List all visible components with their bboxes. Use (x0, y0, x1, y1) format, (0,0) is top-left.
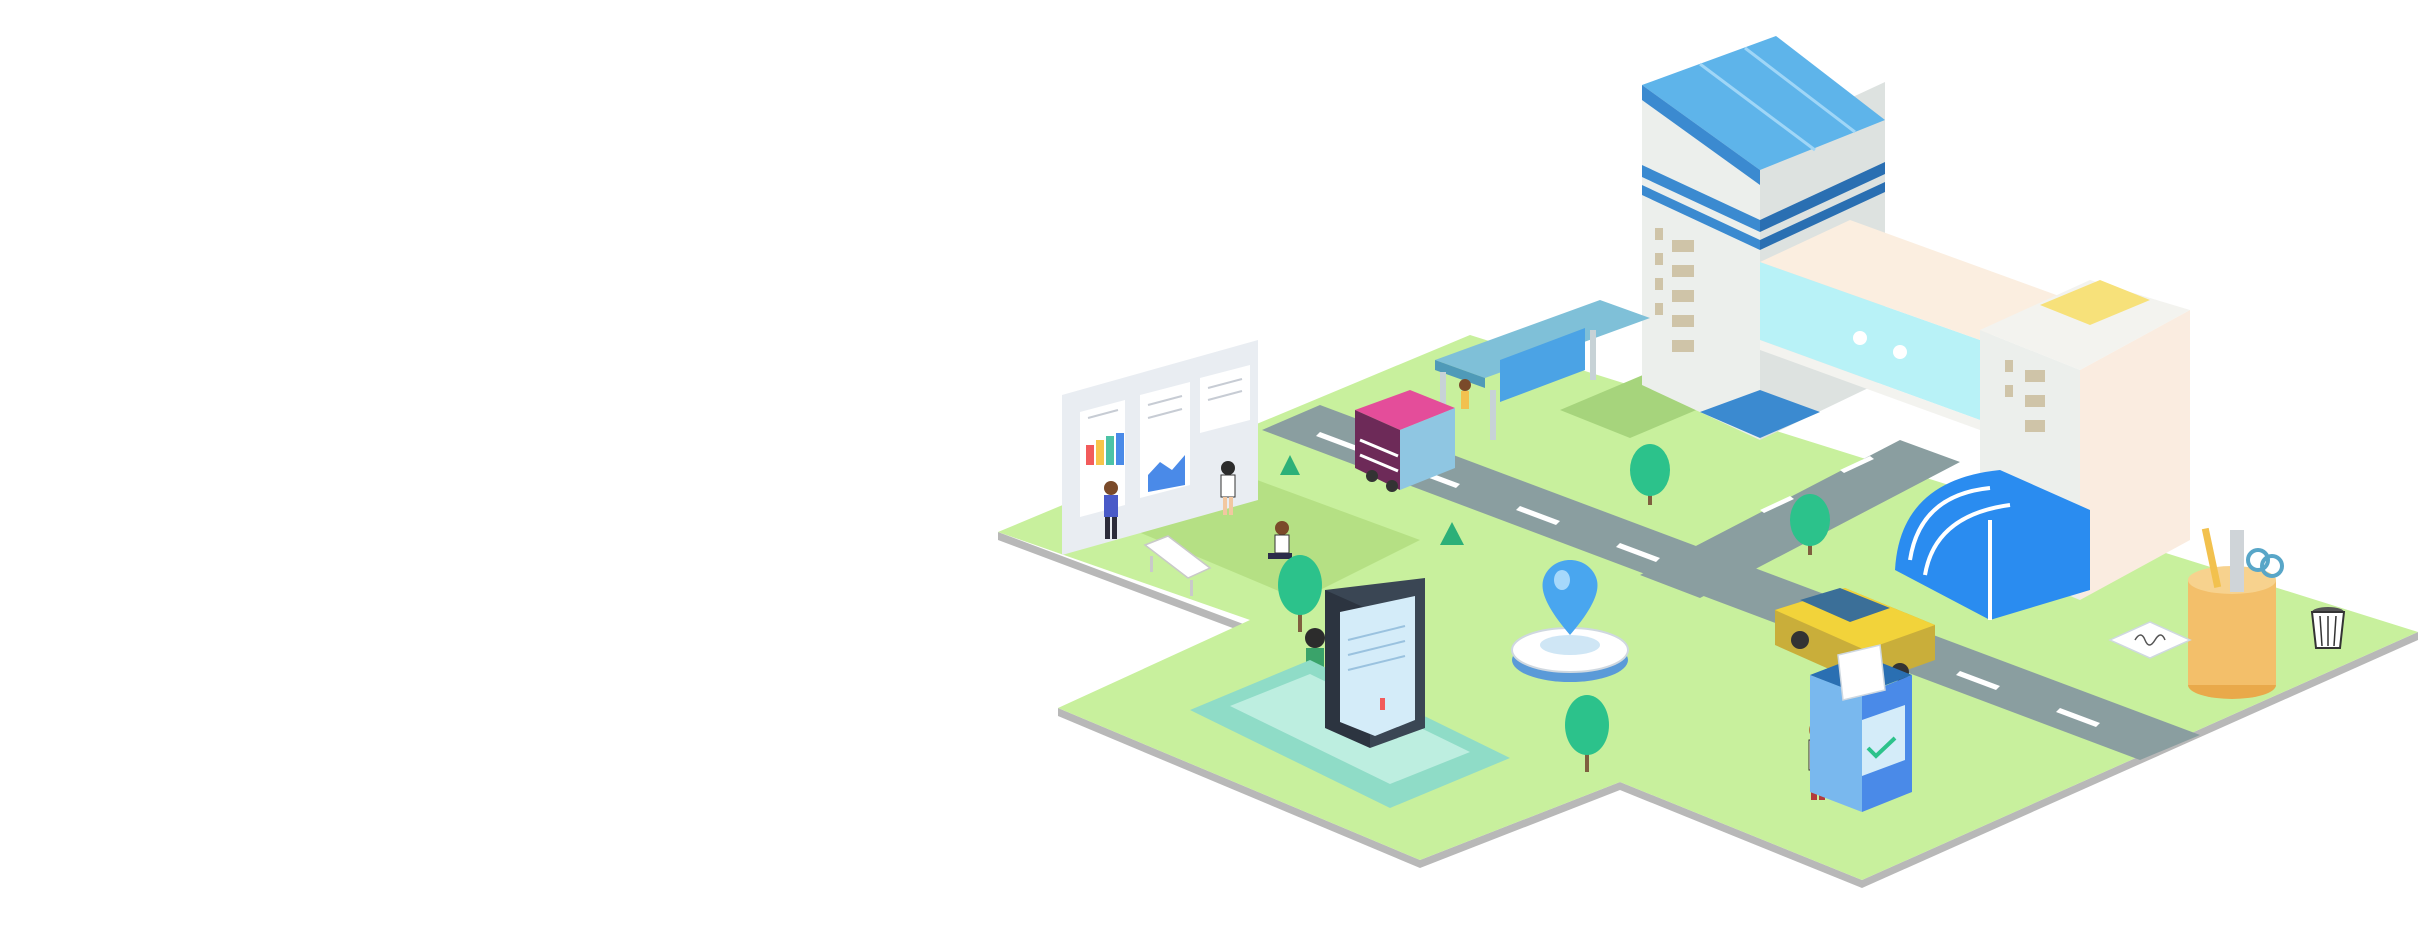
tree-icon (1790, 494, 1830, 555)
tree-icon (1278, 555, 1322, 632)
signed-document-icon (2108, 621, 2192, 659)
building-icon (1642, 36, 2190, 620)
tree-icon (1630, 444, 1670, 505)
bus-icon (1355, 390, 1455, 492)
location-pin-icon (1511, 560, 1629, 682)
person-icon (1220, 461, 1236, 515)
main-road (1262, 405, 2200, 760)
trash-bin-icon (2310, 607, 2346, 649)
tree-icon (1565, 695, 1609, 772)
shrub-icon (1280, 455, 1300, 475)
bus-stop-icon (1435, 300, 1650, 440)
shrub-icon (1440, 522, 1464, 545)
person-icon (1104, 481, 1118, 539)
bench-icon (1143, 535, 1212, 596)
ballot-box-icon (1810, 644, 1912, 812)
pencil-cup-icon (2188, 527, 2284, 699)
kiosk-icon (1190, 578, 1510, 808)
road-markings (1316, 432, 2100, 727)
person-icon (1268, 521, 1292, 559)
